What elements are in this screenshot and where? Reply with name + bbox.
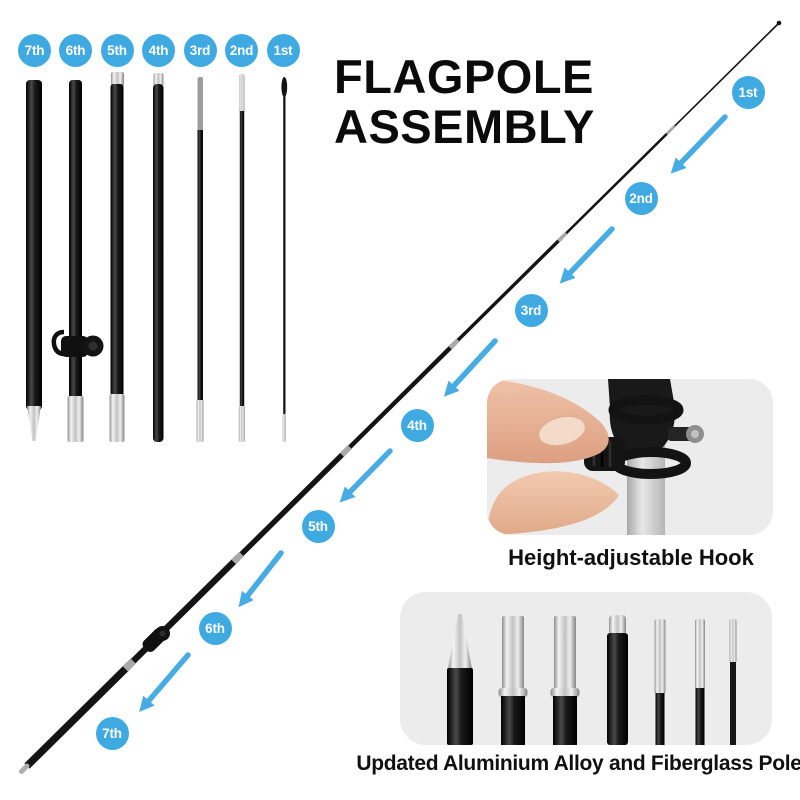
- spike-tip: [19, 763, 30, 774]
- tip-alu-sleeve: [550, 616, 580, 745]
- part-badge: 3rd: [183, 33, 217, 67]
- step-badge-label: 2nd: [629, 190, 653, 206]
- tip-thin-sleeve: [695, 619, 705, 745]
- tip-thin-sleeve: [654, 619, 666, 745]
- arrow-down-left-icon: [443, 338, 498, 397]
- part-badge-label: 2nd: [229, 42, 254, 58]
- step-badge: 1st: [731, 75, 765, 109]
- part-badge-label: 7th: [24, 42, 45, 58]
- step-arrows: [139, 114, 728, 712]
- step-badge: 4th: [400, 408, 434, 442]
- pole-4th: [153, 73, 164, 442]
- pole-5th: [109, 72, 125, 442]
- part-badge-label: 4th: [148, 42, 169, 58]
- page-title-line1: FLAGPOLE: [334, 50, 594, 103]
- step-badge-label: 6th: [205, 620, 225, 636]
- part-badge: 5th: [100, 33, 134, 67]
- step-badge-label: 3rd: [520, 302, 542, 318]
- pole-tips-photo: [400, 592, 772, 745]
- hook-photo: [487, 379, 773, 535]
- step-badge: 2nd: [624, 181, 658, 215]
- step-badge: 5th: [301, 509, 335, 543]
- section-joints: [122, 125, 676, 672]
- hand: [487, 379, 619, 535]
- pole-6th: [51, 80, 104, 442]
- step-badge-label: 7th: [102, 725, 122, 741]
- hook-caption: Height-adjustable Hook: [508, 545, 754, 570]
- page-title-line2: ASSEMBLY: [334, 100, 595, 153]
- step-badge: 6th: [198, 611, 232, 645]
- part-badge: 1st: [266, 33, 300, 67]
- step-badge: 7th: [95, 716, 129, 750]
- part-badge-label: 6th: [65, 42, 86, 58]
- disassembled-poles: [26, 72, 288, 442]
- pole-3rd: [196, 77, 204, 442]
- part-badge: 2nd: [225, 33, 258, 67]
- step-badge-label: 5th: [308, 518, 328, 534]
- part-badge: 7th: [18, 33, 51, 67]
- arrow-down-left-icon: [139, 652, 191, 712]
- assembled-pole: [19, 20, 782, 774]
- arrow-down-left-icon: [238, 550, 284, 608]
- tip-alu-sleeve: [498, 616, 528, 745]
- part-badge-label: 3rd: [189, 42, 211, 58]
- step-badge-label: 1st: [738, 84, 758, 100]
- page-title: FLAGPOLE ASSEMBLY: [334, 52, 595, 152]
- pole-material-caption: Updated Aluminium Alloy and Fiberglass P…: [356, 752, 800, 775]
- part-badge-label: 1st: [273, 42, 293, 58]
- tip-spike: [447, 614, 473, 745]
- pole-7th: [26, 80, 42, 441]
- arrow-down-left-icon: [559, 226, 615, 284]
- tip-capped: [607, 615, 628, 745]
- arrow-down-left-icon: [339, 448, 393, 503]
- hook-clamp-icon: [142, 626, 170, 653]
- part-badge-label: 5th: [107, 42, 127, 58]
- step-badge-label: 4th: [407, 417, 427, 433]
- arrow-down-left-icon: [670, 114, 728, 174]
- step-badge: 3rd: [514, 293, 548, 327]
- part-badge: 6th: [59, 33, 92, 67]
- pole-2nd: [238, 74, 245, 442]
- hook-clamp-icon: [51, 329, 104, 357]
- fingernail: [537, 415, 587, 447]
- pole-1st: [281, 77, 288, 442]
- tip-whip: [729, 619, 737, 745]
- part-badge: 4th: [142, 33, 175, 67]
